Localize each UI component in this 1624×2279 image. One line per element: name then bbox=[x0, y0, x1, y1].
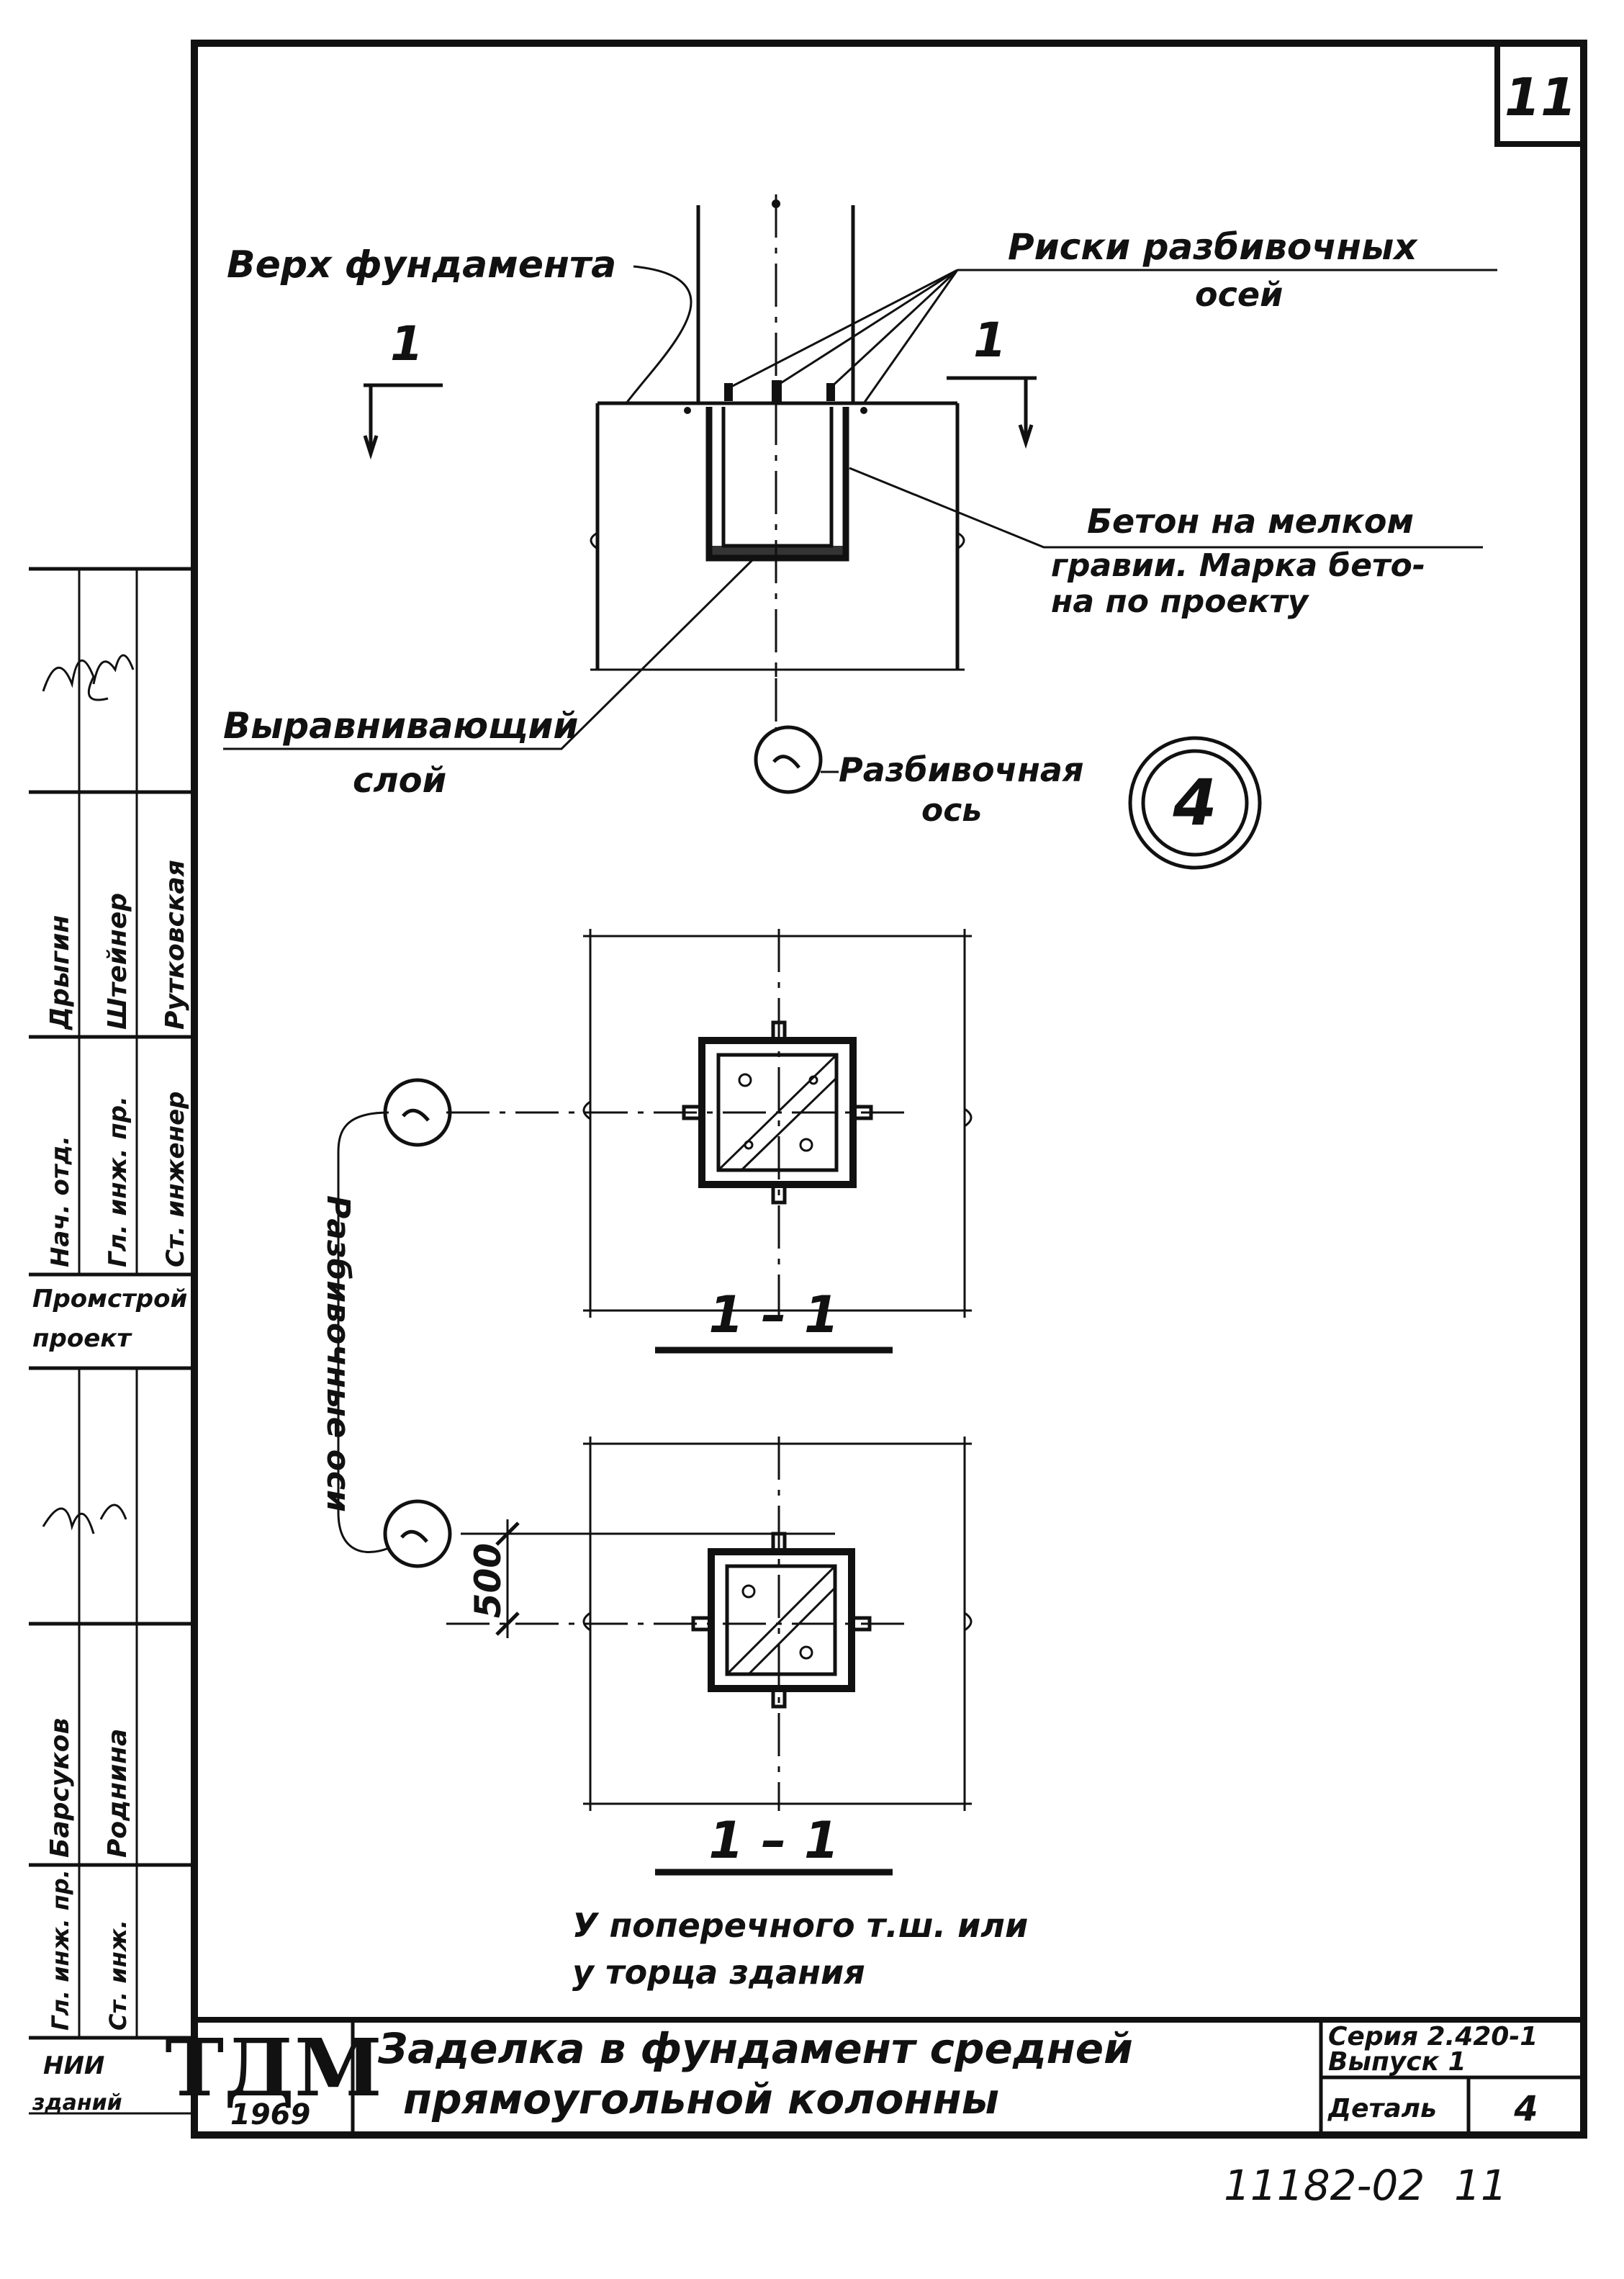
dimension-500: 500 bbox=[467, 1543, 509, 1618]
stamp-name2-2: Роднина bbox=[103, 1729, 132, 1858]
title-line-1: Заделка в фундамент средней bbox=[377, 2024, 1133, 2073]
label-concrete-1: Бетон на мелком bbox=[1087, 502, 1414, 541]
leader-risk-marks bbox=[726, 269, 1497, 404]
title-line-2: прямоугольной колонны bbox=[403, 2075, 999, 2123]
side-stamp bbox=[29, 567, 194, 2115]
sheet-number-box bbox=[1494, 40, 1587, 147]
foundation-section bbox=[590, 194, 965, 727]
note-line-2: у торца здания bbox=[572, 1953, 865, 1992]
stamp-inst-2: зданий bbox=[32, 2090, 122, 2116]
cut-mark-right: 1 bbox=[947, 313, 1037, 449]
stamp-org-2: проект bbox=[32, 1324, 132, 1353]
label-top-foundation: Верх фундамента bbox=[227, 243, 616, 287]
title-block bbox=[194, 2017, 1584, 2135]
stamp-name-2: Штейнер bbox=[103, 893, 132, 1030]
stamp-name2-1: Барсуков bbox=[45, 1718, 75, 1858]
bottom-page: 11 bbox=[1454, 2161, 1507, 2210]
label-concrete-2: гравии. Марка бето- bbox=[1051, 547, 1425, 584]
section-title-1: 1 – 1 bbox=[708, 1285, 839, 1344]
leader-concrete bbox=[849, 467, 1483, 549]
svg-text:1: 1 bbox=[973, 313, 1006, 368]
logo-tdm: ТДМ bbox=[165, 2021, 382, 2114]
label-plan-axes: Разбивочные оси bbox=[320, 1195, 356, 1512]
label-leveling-2: слой bbox=[353, 760, 446, 801]
leader-top-foundation bbox=[625, 265, 693, 404]
label-axis-2: ось bbox=[921, 792, 982, 829]
stamp-pos-1: Нач. отд. bbox=[46, 1136, 75, 1267]
stamp-org-1: Промстрой bbox=[32, 1285, 187, 1313]
detail-bubble-outer bbox=[1128, 736, 1262, 870]
note-line-1: У поперечного т.ш. или bbox=[572, 1906, 1028, 1945]
detail-label: Деталь bbox=[1327, 2094, 1437, 2123]
sheet-number: 11 bbox=[1505, 67, 1576, 127]
plan-view-2 bbox=[446, 1437, 973, 1876]
stamp-pos-3: Ст. инженер bbox=[161, 1091, 190, 1267]
detail-number: 4 bbox=[1172, 765, 1217, 840]
detail-value: 4 bbox=[1513, 2089, 1538, 2129]
plan-view-1 bbox=[446, 929, 973, 1354]
section-title-2: 1 – 1 bbox=[708, 1811, 839, 1870]
label-axis-1: Разбивочная bbox=[839, 750, 1084, 789]
leader-plan-axes bbox=[337, 1111, 389, 1554]
axis-bubble-plan-2 bbox=[383, 1499, 452, 1568]
stamp-inst-1: НИИ bbox=[43, 2051, 104, 2080]
detail-bubble-inner bbox=[1141, 749, 1249, 857]
label-risk-marks-1: Риски разбивочных bbox=[1008, 226, 1418, 268]
bottom-code: 11182-02 bbox=[1224, 2161, 1425, 2210]
axis-bubble bbox=[754, 725, 823, 794]
leader-leveling bbox=[223, 559, 754, 750]
stamp-pos2-2: Ст. инж. bbox=[104, 1920, 132, 2031]
stamp-pos-2: Гл. инж. пр. bbox=[104, 1096, 132, 1267]
year: 1969 bbox=[230, 2098, 310, 2131]
series-line-2: Выпуск 1 bbox=[1328, 2047, 1466, 2077]
svg-text:1: 1 bbox=[390, 316, 423, 372]
series-line-1: Серия 2.420-1 bbox=[1328, 2022, 1538, 2051]
sheet-frame bbox=[191, 40, 1587, 2139]
label-risk-marks-2: осей bbox=[1195, 275, 1283, 314]
label-concrete-3: на по проекту bbox=[1051, 583, 1310, 620]
label-leveling-1: Выравнивающий bbox=[223, 705, 578, 747]
stamp-name-1: Дрыгин bbox=[45, 915, 75, 1030]
cut-mark-left: 1 bbox=[363, 316, 443, 460]
stamp-pos2-1: Гл. инж. пр. bbox=[47, 1869, 74, 2031]
stamp-name-3: Рутковская bbox=[161, 860, 190, 1030]
